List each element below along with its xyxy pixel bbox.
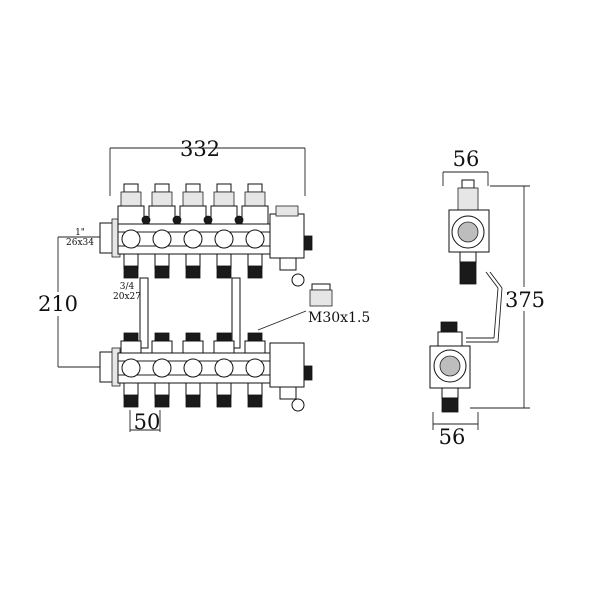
label-outlet-thread: 20x27 (113, 292, 141, 302)
upper-outlets (123, 253, 263, 279)
upper-manifold (99, 183, 313, 287)
side-view-bracket (466, 271, 503, 343)
upper-end-fitting (269, 205, 313, 287)
gauge-cap (309, 283, 333, 307)
dimension-spacing-50: 50 (134, 410, 161, 434)
label-gauge-thread: M30x1.5 (308, 310, 370, 326)
lower-outlets (123, 382, 263, 408)
mounting-brackets (139, 277, 241, 349)
label-inlet-size: 1" (75, 228, 85, 238)
side-view-dimensions: 56 375 56 (432, 147, 550, 449)
label-inlet-thread: 26x34 (66, 238, 94, 248)
side-view-lower-manifold (429, 321, 471, 413)
dimension-height-210: 210 (38, 292, 78, 316)
upper-bosses (121, 215, 265, 249)
lower-end-fitting (269, 342, 313, 412)
lower-manifold (99, 332, 313, 412)
lower-bosses (121, 358, 265, 378)
lower-top-caps (120, 332, 266, 354)
dimension-width-332: 332 (180, 137, 220, 161)
dimension-side-bottom-56: 56 (439, 425, 466, 449)
side-view-upper-manifold (448, 179, 490, 285)
upper-valve-caps (117, 183, 269, 225)
dimension-side-top-56: 56 (453, 147, 480, 171)
front-view-dimensions: 332 210 50 1" 26x34 3/4 20x27 M30x1.5 (32, 137, 370, 434)
label-outlet-size: 3/4 (120, 282, 135, 292)
dimension-side-height-375: 375 (505, 288, 545, 312)
